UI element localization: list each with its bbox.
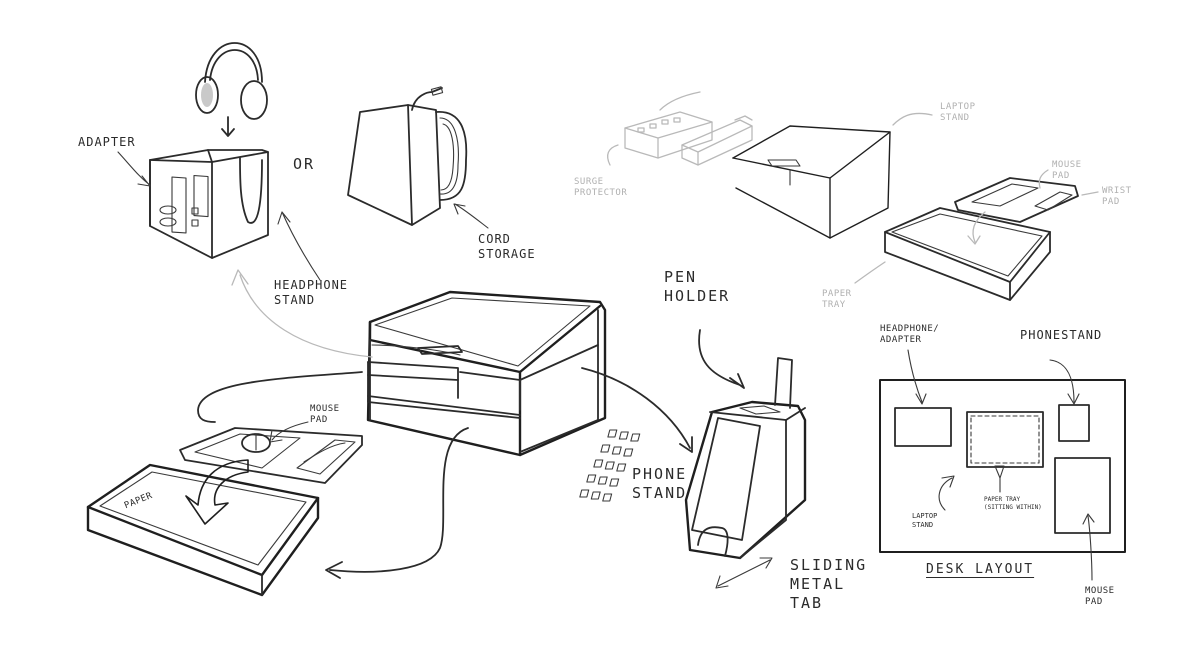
surge-protector-arrow <box>607 144 619 166</box>
surge-protector-drawing <box>624 91 753 166</box>
mouse-pad-top-label: MOUSE PAD <box>1052 160 1082 182</box>
phone-stand-drawing <box>579 357 807 560</box>
insert-arrow-icon <box>185 459 249 525</box>
paper-tray-left-drawing <box>86 463 320 597</box>
mouse-pad-left-drawing <box>179 427 363 484</box>
sliding-metal-tab-label: SLIDING METAL TAB <box>790 556 868 612</box>
headphone-stand-arrow <box>277 211 321 281</box>
to-paper-arrow <box>325 427 469 579</box>
cord-storage-arrow <box>453 203 489 229</box>
paper-tray-top-label: PAPER TRAY <box>822 289 852 311</box>
paper-tray-layout-label: PAPER TRAY (SITTING WITHIN) <box>984 496 1042 511</box>
headphone-stand-label: HEADPHONE STAND <box>274 278 349 307</box>
surge-protector-label: SURGE PROTECTOR <box>574 177 628 199</box>
desk-layout-drawing <box>879 349 1126 581</box>
mouse-pad-left-arrow <box>269 421 309 443</box>
headphones-icon <box>195 42 268 137</box>
mouse-pad-layout-label: MOUSE PAD <box>1085 586 1115 608</box>
adapter-arrow <box>117 151 151 187</box>
laptop-stand-layout-label: LAPTOP STAND <box>912 512 938 529</box>
sliding-tab-arrow <box>715 557 773 589</box>
laptop-stand-top-arrow <box>892 112 933 126</box>
laptop-stand-top-drawing <box>732 125 891 239</box>
desk-layout-title: DESK LAYOUT <box>926 562 1035 577</box>
laptop-stand-assembly-drawing <box>366 290 607 457</box>
wrist-pad-label: WRIST PAD <box>1102 186 1132 208</box>
headphone-adapter-label: HEADPHONE/ ADAPTER <box>880 324 940 346</box>
phone-stand-label: PHONE STAND <box>632 465 688 502</box>
to-headphone-stand-arrow <box>231 269 373 358</box>
headphone-stand-drawing <box>149 149 269 259</box>
phonestand-label: PHONESTAND <box>1020 328 1103 342</box>
paper-tray-top-arrow <box>854 261 886 284</box>
pen-holder-arrow <box>698 329 745 389</box>
mouse-pad-top-drawing <box>954 169 1099 223</box>
to-mouse-pad-arrow <box>197 371 363 423</box>
paper-tray-top-drawing <box>884 207 1051 301</box>
to-phone-stand-arrow <box>581 367 693 453</box>
laptop-stand-top-label: LAPTOP STAND <box>940 102 976 124</box>
cord-storage-drawing <box>347 86 468 226</box>
cord-storage-label: CORD STORAGE <box>478 232 536 261</box>
or-label: OR <box>293 155 316 173</box>
pen-holder-label: PEN HOLDER <box>664 268 731 305</box>
adapter-label: ADAPTER <box>78 135 136 149</box>
mouse-pad-left-label: MOUSE PAD <box>310 404 340 426</box>
